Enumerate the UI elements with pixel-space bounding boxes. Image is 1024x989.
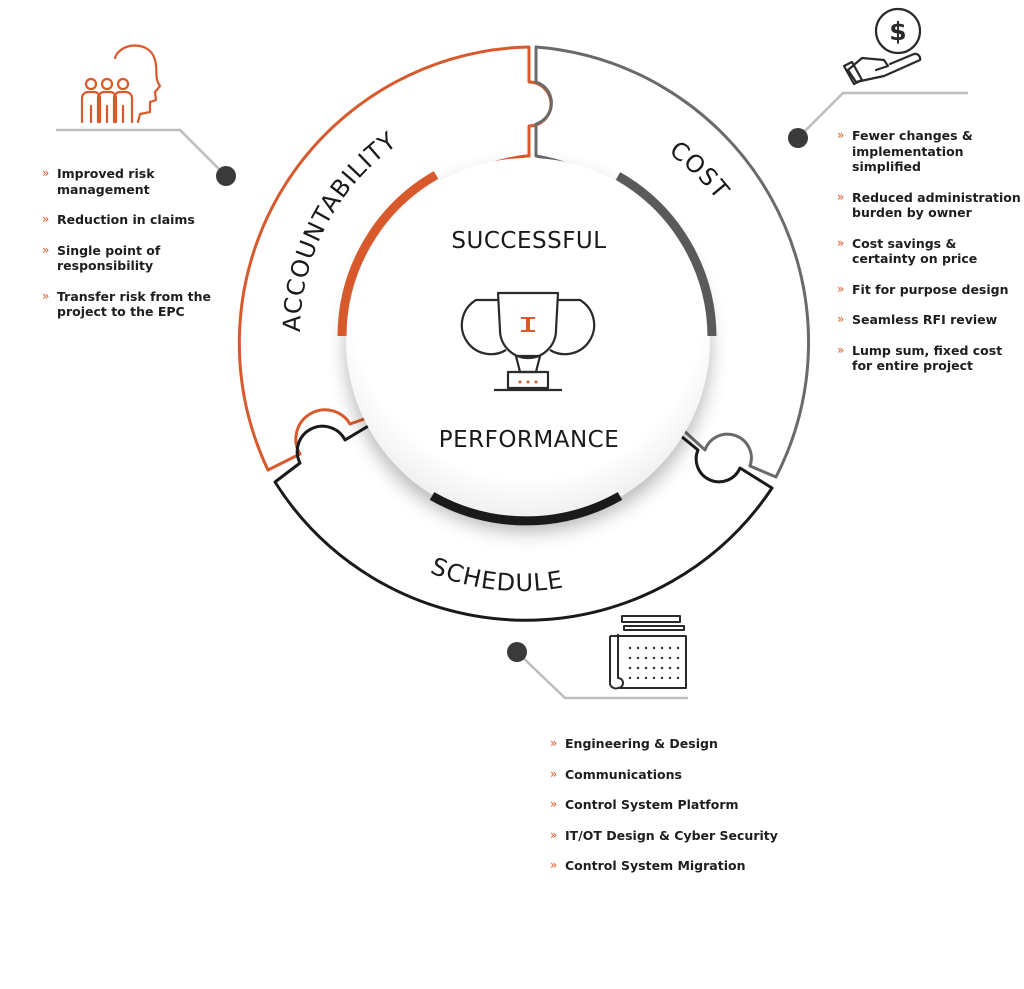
list-item: »Engineering & Design (550, 736, 718, 751)
accountability-benefits-list: »Improved risk management »Reduction in … (42, 166, 222, 335)
connector-schedule (507, 642, 688, 700)
ring-label-cost: COST (664, 135, 735, 204)
list-item: »Control System Platform (550, 797, 739, 812)
list-item: »Single point of responsibility (42, 242, 161, 274)
chevron-right-icon: » (550, 797, 558, 811)
chevron-right-icon: » (42, 212, 50, 226)
money-hand-icon: $ (842, 7, 922, 86)
chevron-right-icon: » (42, 288, 50, 303)
chevron-right-icon: » (550, 827, 558, 842)
trophy-icon (460, 291, 596, 392)
team-head-icon (80, 44, 162, 124)
chevron-right-icon: » (837, 342, 845, 357)
chevron-right-icon: » (42, 166, 50, 180)
connector-accountability (56, 128, 236, 186)
chevron-right-icon: » (837, 189, 845, 204)
list-item: »Fewer changes & implementation simplifi… (837, 128, 973, 174)
schedule-services-list: »Engineering & Design »Communications »C… (550, 736, 780, 889)
cost-benefits-list: »Fewer changes & implementation simplifi… (837, 128, 1024, 389)
chevron-right-icon: » (837, 128, 845, 142)
chevron-right-icon: » (550, 858, 558, 872)
connector-cost (788, 91, 968, 148)
list-item: »Fit for purpose design (837, 281, 1009, 297)
list-item: »Communications (550, 766, 682, 782)
list-item: »IT/OT Design & Cyber Security (550, 827, 778, 843)
list-item: »Lump sum, fixed cost for entire project (837, 342, 1003, 374)
center-title-top: SUCCESSFUL (451, 228, 606, 254)
ring-segment-schedule (273, 423, 774, 622)
center-title-bottom: PERFORMANCE (439, 427, 620, 453)
chevron-right-icon: » (837, 312, 845, 326)
chevron-right-icon: » (837, 235, 845, 250)
inner-arc-accountability (337, 171, 439, 337)
list-item: »Cost savings & certainty on price (837, 235, 978, 267)
center-circle (346, 158, 710, 522)
chevron-right-icon: » (550, 766, 558, 781)
chevron-right-icon: » (837, 281, 845, 296)
ring-label-schedule: SCHEDULE (427, 552, 565, 597)
list-item: »Reduction in claims (42, 212, 195, 227)
svg-text:$: $ (889, 17, 906, 46)
list-item: »Control System Migration (550, 858, 746, 873)
inner-arc-cost (615, 172, 717, 337)
list-item: »Transfer risk from the project to the E… (42, 288, 211, 320)
chevron-right-icon: » (42, 242, 50, 257)
chevron-right-icon: » (550, 736, 558, 750)
list-item: »Reduced administration burden by owner (837, 189, 1021, 221)
blueprint-icon (609, 615, 687, 690)
ring-segment-cost (534, 45, 811, 479)
list-item: »Improved risk management (42, 166, 155, 197)
inner-arc-schedule (429, 492, 623, 526)
list-item: »Seamless RFI review (837, 312, 998, 327)
